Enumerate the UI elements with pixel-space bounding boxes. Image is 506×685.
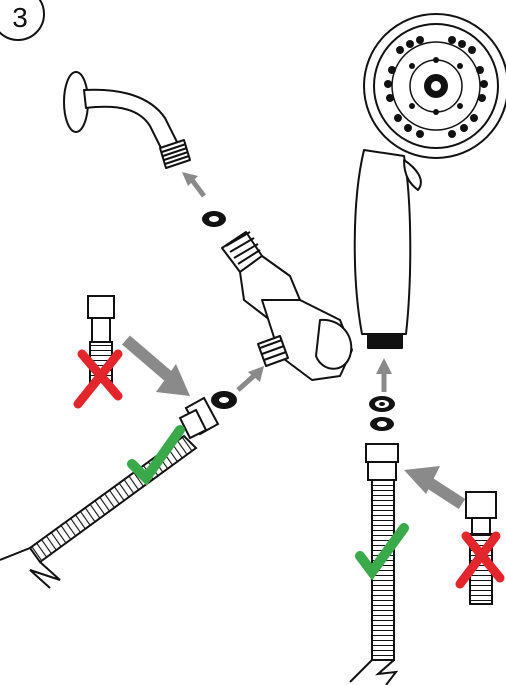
washer-screen bbox=[369, 396, 395, 412]
spray-face bbox=[384, 36, 488, 138]
washer-top bbox=[202, 211, 226, 227]
hose-left bbox=[0, 434, 198, 589]
arrow-big-left bbox=[122, 335, 190, 396]
hose-nut-right bbox=[365, 443, 399, 481]
hose-right bbox=[349, 479, 399, 685]
arrow-big-right bbox=[404, 466, 466, 510]
handheld-shower bbox=[353, 13, 506, 349]
shower-arm bbox=[63, 71, 191, 169]
arrow-to-handheld bbox=[376, 358, 392, 392]
arrow-to-diverter bbox=[236, 366, 264, 392]
check-icon bbox=[127, 425, 185, 486]
check-icon bbox=[355, 523, 409, 581]
arrow-to-arm bbox=[182, 172, 206, 198]
step-badge bbox=[0, 0, 45, 41]
washer-middle bbox=[211, 391, 237, 409]
hose-nut-left bbox=[178, 396, 220, 440]
washer-bottom bbox=[370, 417, 394, 431]
diverter-bracket bbox=[221, 231, 353, 381]
cross-icon bbox=[73, 349, 123, 409]
step-number: 3 bbox=[12, 2, 28, 33]
cross-icon bbox=[455, 531, 505, 589]
